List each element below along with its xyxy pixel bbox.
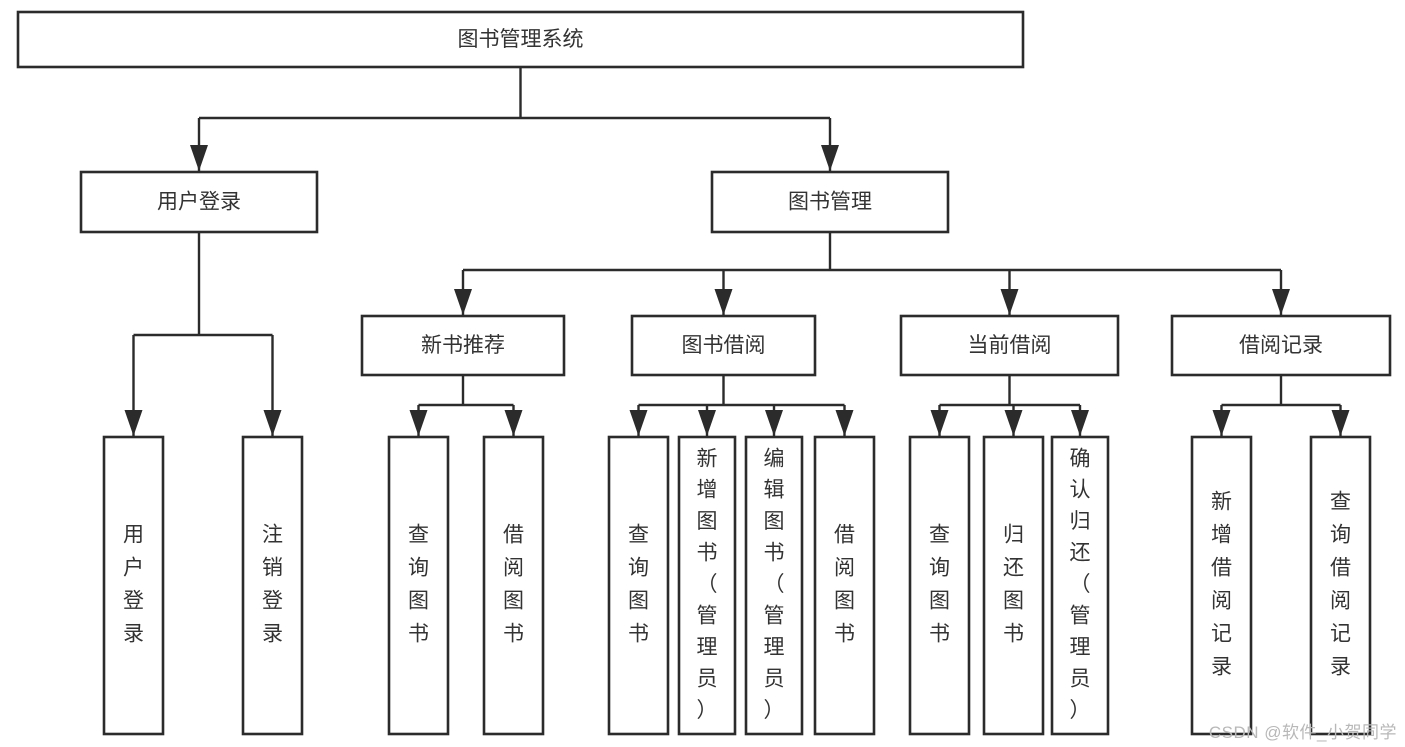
node-box-edit-book-admin [744,435,804,736]
node-box-query-book-1 [387,435,450,736]
user-login-arrow-1 [263,410,282,436]
csdn-watermark: CSDN @软件_小贺同学 [1208,723,1397,742]
node-box-return-book [982,435,1045,736]
node-label-borrow-book-2: 借阅图书 [834,524,855,646]
node-label-add-borrow-record: 新增借阅记录 [1211,491,1232,679]
root-arrow-1 [821,145,839,171]
node-box-query-book-2 [607,435,670,736]
node-box-new-book-recommend [360,314,566,377]
node-user-login[interactable]: 用户登录 [79,170,319,234]
node-current-borrow[interactable]: 当前借阅 [899,314,1120,377]
borrow-record-arrow-1 [1331,410,1350,436]
node-label-add-book-admin: 新增图书（管理员） [697,447,718,722]
node-book-borrow[interactable]: 图书借阅 [630,314,817,377]
node-box-borrow-record [1170,314,1392,377]
book-borrow-arrow-1 [698,410,716,436]
node-label-query-borrow-record: 查询借阅记录 [1330,491,1351,679]
current-borrow-arrow-1 [1004,410,1023,436]
node-borrow-book-1[interactable]: 借阅图书 [482,435,545,736]
node-label-root: 图书管理系统 [458,28,584,51]
node-box-book-borrow [630,314,817,377]
node-box-user-logout [241,435,304,736]
node-query-borrow-record[interactable]: 查询借阅记录 [1309,435,1372,736]
node-root[interactable]: 图书管理系统 [16,10,1025,69]
node-label-query-book-3: 查询图书 [929,524,950,646]
node-borrow-record[interactable]: 借阅记录 [1170,314,1392,377]
node-label-query-book-1: 查询图书 [408,524,429,646]
node-box-add-book-admin [677,435,737,736]
new-book-recommend-arrow-1 [504,410,523,436]
node-edit-book-admin[interactable]: 编辑图书（管理员） [744,435,804,736]
node-box-user-login-do [102,435,165,736]
node-label-query-book-2: 查询图书 [628,524,649,646]
node-label-user-logout: 注销登录 [262,524,283,646]
book-borrow-arrow-0 [629,410,648,436]
current-borrow-arrow-2 [1071,410,1089,436]
book-manage-arrow-0 [454,289,472,315]
node-box-user-login [79,170,319,234]
node-new-book-recommend[interactable]: 新书推荐 [360,314,566,377]
node-box-borrow-book-2 [813,435,876,736]
node-label-borrow-book-1: 借阅图书 [503,524,524,646]
node-return-book[interactable]: 归还图书 [982,435,1045,736]
node-add-book-admin[interactable]: 新增图书（管理员） [677,435,737,736]
node-label-current-borrow: 当前借阅 [968,334,1052,357]
node-label-user-login: 用户登录 [157,191,241,214]
node-box-borrow-book-1 [482,435,545,736]
node-label-return-book: 归还图书 [1003,524,1024,646]
book-manage-arrow-3 [1272,289,1290,315]
current-borrow-arrow-0 [930,410,949,436]
node-box-root [16,10,1025,69]
node-label-new-book-recommend: 新书推荐 [421,334,505,357]
node-confirm-return-admin[interactable]: 确认归还（管理员） [1050,435,1110,736]
node-label-user-login-do: 用户登录 [123,524,144,646]
node-box-add-borrow-record [1190,435,1253,736]
node-user-logout[interactable]: 注销登录 [241,435,304,736]
node-query-book-2[interactable]: 查询图书 [607,435,670,736]
root-arrow-0 [190,145,208,171]
connector-layer [124,67,1350,436]
node-label-confirm-return-admin: 确认归还（管理员） [1070,447,1091,722]
book-manage-arrow-1 [714,289,733,315]
node-query-book-3[interactable]: 查询图书 [908,435,971,736]
node-box-confirm-return-admin [1050,435,1110,736]
borrow-record-arrow-0 [1212,410,1231,436]
node-add-borrow-record[interactable]: 新增借阅记录 [1190,435,1253,736]
node-label-borrow-record: 借阅记录 [1239,334,1323,357]
node-box-query-borrow-record [1309,435,1372,736]
node-borrow-book-2[interactable]: 借阅图书 [813,435,876,736]
book-borrow-arrow-3 [835,410,854,436]
node-box-book-manage [710,170,950,234]
node-box-current-borrow [899,314,1120,377]
node-label-edit-book-admin: 编辑图书（管理员） [764,447,785,722]
user-login-arrow-0 [124,410,143,436]
node-book-manage[interactable]: 图书管理 [710,170,950,234]
node-layer: 图书管理系统用户登录用户登录注销登录图书管理新书推荐查询图书借阅图书图书借阅查询… [16,10,1392,736]
node-label-book-manage: 图书管理 [788,191,872,214]
node-query-book-1[interactable]: 查询图书 [387,435,450,736]
book-manage-arrow-2 [1000,289,1019,315]
book-borrow-arrow-2 [765,410,783,436]
new-book-recommend-arrow-0 [409,410,428,436]
node-label-book-borrow: 图书借阅 [682,334,766,357]
node-user-login-do[interactable]: 用户登录 [102,435,165,736]
node-box-query-book-3 [908,435,971,736]
